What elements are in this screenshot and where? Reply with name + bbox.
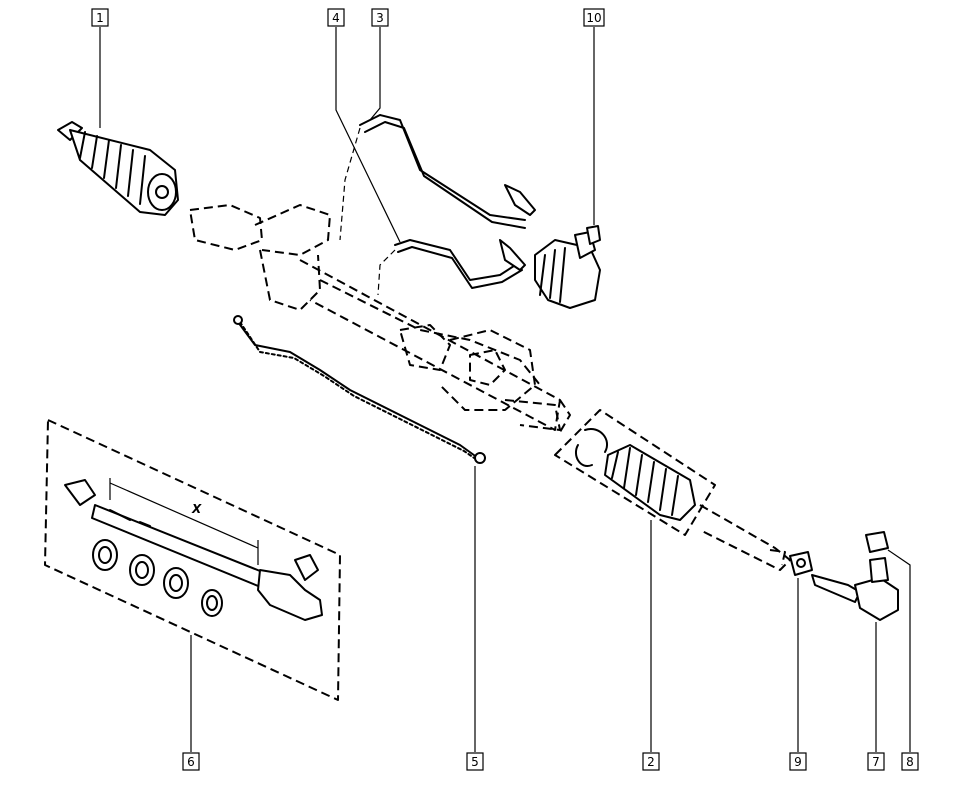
callout-1: 1 (91, 8, 109, 27)
callout-10: 10 (583, 8, 605, 27)
dimension-label-x: X (191, 502, 202, 516)
leader-lines (99, 27, 911, 752)
pinion-valve (534, 225, 601, 309)
callout-9: 9 (789, 752, 807, 771)
svg-text:4: 4 (332, 11, 340, 25)
callout-8: 8 (901, 752, 919, 771)
callout-7: 7 (867, 752, 885, 771)
callout-4: 4 (327, 8, 345, 27)
svg-text:5: 5 (471, 755, 479, 769)
svg-text:9: 9 (794, 755, 802, 769)
callout-2: 2 (642, 752, 660, 771)
rack-housing (189, 204, 791, 571)
svg-text:8: 8 (906, 755, 914, 769)
callout-5: 5 (466, 752, 484, 771)
svg-text:3: 3 (376, 11, 384, 25)
svg-text:7: 7 (872, 755, 880, 769)
bellows-left (57, 121, 179, 216)
callout-3: 3 (371, 8, 389, 27)
svg-text:2: 2 (647, 755, 655, 769)
bellows-right-kit (554, 409, 716, 536)
callout-6: 6 (182, 752, 200, 771)
callouts: 1 4 3 10 6 5 2 9 7 8 (91, 8, 919, 771)
svg-text:10: 10 (586, 11, 601, 25)
svg-text:1: 1 (96, 11, 104, 25)
hydraulic-pipes (339, 114, 536, 296)
tie-rod-kit: X (44, 419, 341, 701)
svg-text:6: 6 (187, 755, 195, 769)
tie-rod-end (789, 531, 899, 621)
seal-strip (233, 315, 486, 464)
